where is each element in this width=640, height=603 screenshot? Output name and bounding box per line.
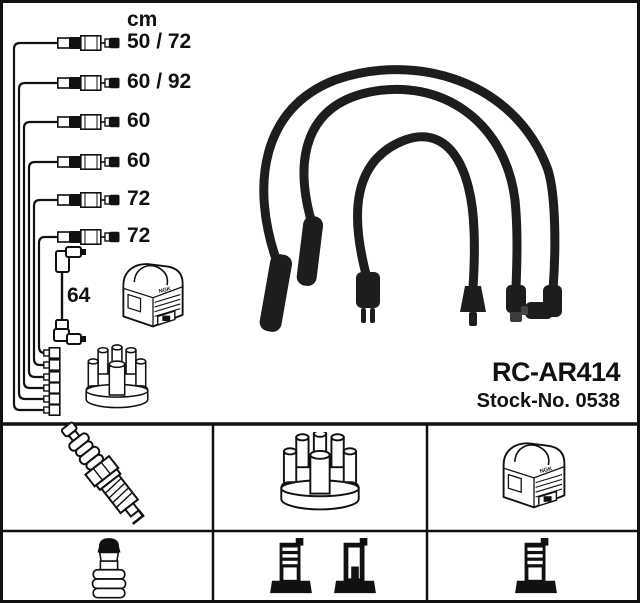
cable-length-label: 72 bbox=[127, 224, 151, 247]
cable-length-label: 60 bbox=[127, 109, 151, 132]
cable-connector-icon bbox=[57, 75, 121, 91]
cable-length-label: 60 / 92 bbox=[127, 70, 192, 93]
table-grid bbox=[0, 422, 640, 601]
notched-terminal-icon bbox=[334, 538, 376, 593]
cable-connector-icons bbox=[57, 34, 121, 245]
cable-connector-icon bbox=[57, 34, 121, 52]
cable-inner bbox=[353, 132, 479, 293]
cone-connector bbox=[460, 286, 486, 326]
harness-lines bbox=[12, 41, 58, 412]
plug-boot-long bbox=[259, 254, 293, 332]
cable-length-label: 50 / 72 bbox=[127, 30, 192, 53]
striped-terminal-icon bbox=[270, 538, 312, 594]
cable-length-label: 72 bbox=[127, 187, 151, 210]
ignition-coil-icon bbox=[502, 442, 566, 509]
stub-connector-icon bbox=[43, 371, 61, 383]
stub-connector-icon bbox=[43, 382, 61, 394]
cable-connector-icon bbox=[57, 154, 121, 170]
cable-length-label: 60 bbox=[127, 149, 151, 172]
elbow-boot bbox=[521, 285, 562, 319]
spark-plug-boot-icon bbox=[91, 537, 127, 599]
spark-plug-icon bbox=[53, 415, 153, 530]
cable-connector-icon bbox=[57, 229, 121, 245]
coil-wire-length-label: 64 bbox=[67, 284, 91, 307]
applications-table bbox=[0, 415, 640, 601]
stub-connector-icon bbox=[43, 393, 61, 405]
straight-connector bbox=[506, 285, 526, 322]
stub-connector-icons bbox=[43, 347, 61, 416]
cable-middle bbox=[299, 84, 522, 293]
cable-outer bbox=[259, 65, 560, 295]
striped-terminal-icon bbox=[515, 538, 557, 594]
unit-header: cm bbox=[127, 8, 158, 31]
stub-connector-icon bbox=[43, 359, 61, 371]
stub-connector-icon bbox=[43, 404, 61, 416]
length-diagram bbox=[12, 34, 184, 416]
plug-boot-short bbox=[296, 216, 324, 286]
distributor-cap-icon bbox=[85, 344, 149, 409]
cable-connector-icon bbox=[57, 192, 121, 208]
stub-connector-icon bbox=[43, 347, 61, 359]
coil-wire-icon bbox=[53, 246, 86, 345]
cable-connector-icon bbox=[57, 114, 121, 130]
stock-number: Stock-No. 0538 bbox=[476, 390, 620, 412]
ignition-coil-icon bbox=[122, 263, 184, 328]
part-reference: RC-AR414 bbox=[491, 357, 621, 387]
spark-plug-cell bbox=[53, 415, 153, 530]
distributor-cap-icon bbox=[280, 432, 360, 511]
cable-set-photo bbox=[259, 65, 562, 332]
plug-connector bbox=[356, 272, 380, 323]
